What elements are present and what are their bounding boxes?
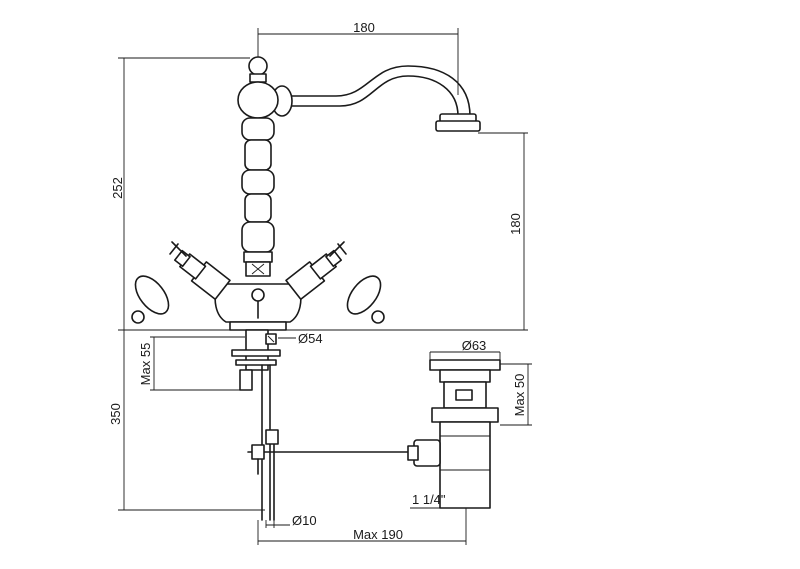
label-thread-size: 1 1/4" [412, 492, 446, 507]
label-spout-height: 180 [508, 213, 523, 235]
label-spout-reach: 180 [353, 20, 375, 35]
mixer-tap [131, 56, 481, 331]
left-lever [134, 275, 170, 315]
waste-cap [429, 359, 501, 371]
spout [287, 65, 471, 117]
label-waste-diameter: Ø63 [462, 338, 487, 353]
left-handle [173, 249, 231, 301]
dimension-lines [118, 28, 532, 545]
label-max-thickness: Max 55 [138, 343, 153, 386]
column [241, 117, 275, 277]
label-base-diameter: Ø54 [298, 331, 323, 346]
label-waste-max-height: Max 50 [512, 374, 527, 417]
top-knob [248, 56, 268, 76]
label-max-distance: Max 190 [353, 527, 403, 542]
label-rod-diameter: Ø10 [292, 513, 317, 528]
dimension-labels: 180 252 180 Ø54 Max 55 350 Ø10 Max 190 Ø… [108, 20, 527, 542]
label-total-height: 252 [110, 177, 125, 199]
label-rod-length: 350 [108, 403, 123, 425]
waste-body [439, 421, 491, 509]
right-handle [285, 249, 343, 301]
right-lever [346, 275, 382, 315]
fixing-nut [239, 369, 253, 391]
pop-up-waste [407, 359, 501, 509]
installation-parts [231, 329, 431, 521]
